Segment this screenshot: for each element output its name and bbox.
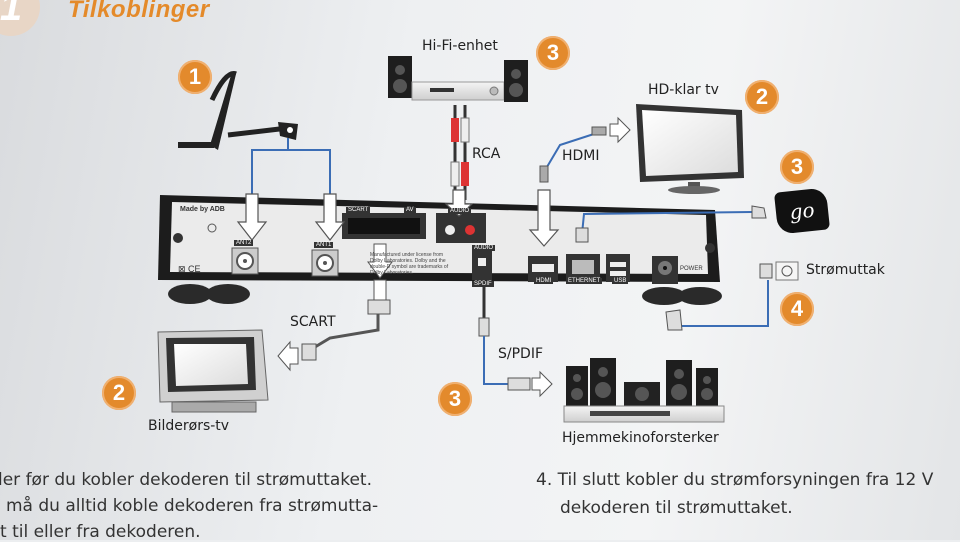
step-badge-antenna: 1	[178, 60, 212, 94]
crt-tv-label: Bilderørs-tv	[148, 418, 230, 434]
svg-text:⊠ CE: ⊠ CE	[178, 264, 201, 274]
hd-tv-icon	[636, 104, 744, 194]
made-by-label: Made by ADB	[180, 206, 225, 213]
license-line-1: Manufactured under license from	[370, 252, 444, 258]
body-text-left-line-2: må du alltid koble dekoderen fra strømut…	[6, 496, 379, 516]
satellite-dish-icon	[178, 71, 298, 150]
license-line-3: double-D symbol are trademarks of	[370, 264, 449, 270]
body-text-left-line-3: t til eller fra dekoderen.	[0, 522, 201, 542]
spdif-audio-label: AUDIO	[472, 245, 496, 251]
hd-tv-label: HD-klar tv	[648, 82, 719, 98]
audio-port-label: AUDIO	[448, 208, 472, 214]
hdmi-label: HDMI	[562, 148, 600, 164]
hdmi-port-label: HDMI	[534, 278, 554, 284]
spdif-cable	[478, 282, 553, 398]
section-title: Tilkoblinger	[68, 0, 210, 23]
power-outlet-label: Strømuttak	[806, 262, 885, 278]
license-text: Manufactured under license from Dolby La…	[370, 252, 448, 276]
go-cable	[575, 205, 767, 243]
step-badge-go: 3	[780, 150, 814, 184]
usb-port-label: USB	[612, 278, 629, 284]
antenna-cables	[251, 138, 331, 195]
step-badge-hifi: 3	[536, 36, 570, 70]
go-logo: go	[773, 187, 831, 235]
av-port-label: AV	[404, 207, 416, 213]
hifi-unit-icon	[388, 56, 528, 102]
home-cinema-icon	[563, 358, 725, 423]
home-cinema-label: Hjemmekinoforsterker	[562, 430, 719, 446]
step-badge-power: 4	[780, 292, 814, 326]
power-port-label: POWER	[680, 266, 703, 272]
crt-tv-icon	[157, 329, 269, 413]
hifi-label: Hi-Fi-enhet	[422, 38, 498, 54]
step-badge-crt-tv: 2	[102, 376, 136, 410]
spdif-label: S/PDIF	[498, 346, 544, 362]
scart-port-label: SCART	[346, 207, 371, 213]
body-text-left-line-1: ler før du kobler dekoderen til strømutt…	[0, 470, 372, 490]
rca-cables	[450, 105, 470, 200]
body-text-right-line-1: 4. Til slutt kobler du strømforsyningen …	[536, 470, 934, 490]
rca-label: RCA	[472, 146, 501, 162]
decoder-back-panel: ⊠ CE	[158, 195, 722, 305]
scart-label: SCART	[290, 314, 336, 330]
step-badge-hd-tv: 2	[745, 80, 779, 114]
license-line-2: Dolby Laboratories. Dolby and the	[370, 258, 446, 264]
ant1-label: ANT1	[314, 242, 334, 248]
spdif-port-label: SPDIF	[472, 281, 494, 287]
hdmi-cable	[539, 116, 631, 183]
body-text-right-line-2: dekoderen til strømuttaket.	[560, 498, 793, 518]
scart-cable	[277, 243, 393, 372]
power-cable	[665, 261, 799, 331]
ethernet-port-label: ETHERNET	[566, 278, 603, 284]
ant2-label: ANT2	[234, 240, 254, 246]
step-badge-spdif: 3	[438, 382, 472, 416]
license-line-4: Dolby Laboratories.	[370, 270, 414, 276]
